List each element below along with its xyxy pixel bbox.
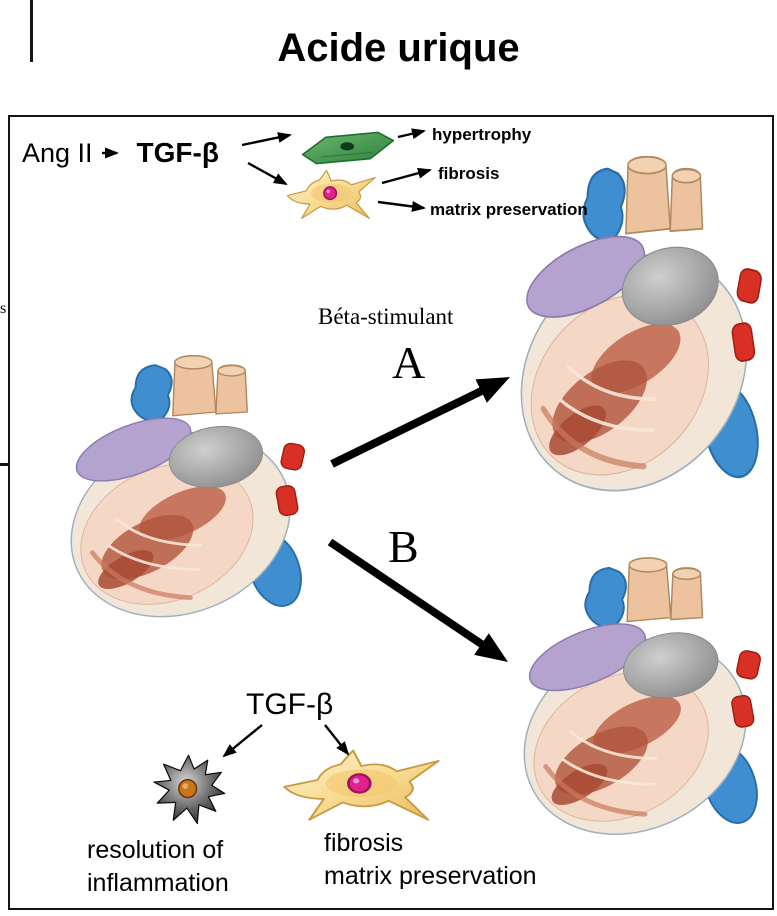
caption-line: fibrosis [324,829,404,857]
caption-line: resolution of [87,836,224,864]
arrow-to-matrix-preservation [377,200,426,212]
branch-a-label: A [392,337,426,388]
macrophage-caption: resolution of inflammation [87,834,229,900]
tgf-beta-label: TGF-β [136,137,219,168]
arrow-tgf-to-myocyte [241,132,292,147]
hypertrophy-label: hypertrophy [432,125,532,144]
arrow-to-fibrosis [381,167,432,185]
tgf-beta-bottom-label: TGF-β [246,688,334,721]
arrow-tgf-to-fibroblast [247,161,288,186]
fibroblast-caption: fibrosis matrix preservation [324,827,537,893]
caption-line: matrix preservation [324,862,537,890]
arrow-branch-b [327,538,508,662]
arrow-to-hypertrophy [397,128,426,140]
arrow-tgf-to-fibroblast-bottom [324,724,350,756]
upstream-pathway-label: Ang II TGF-β [22,137,219,169]
arrow-branch-a [330,377,510,468]
edge-tick-artifact [0,463,9,466]
branch-b-label: B [388,521,419,572]
arrows-layer [222,128,510,758]
matrix-preservation-label: matrix preservation [430,200,588,219]
arrow-right-icon [101,147,119,159]
edge-text-fragment: s [0,300,7,317]
fibrosis-label: fibrosis [438,164,500,183]
caption-line: inflammation [87,869,229,897]
edge-line-artifact [30,0,33,62]
arrow-tgf-to-macrophage [222,724,263,758]
ang-ii-label: Ang II [22,137,93,168]
beta-stimulant-label: Béta-stimulant [318,304,454,329]
diagram-panel: Ang II TGF-β hypertrophy fibrosis matrix… [8,115,774,910]
slide-title: Acide urique [277,26,520,70]
